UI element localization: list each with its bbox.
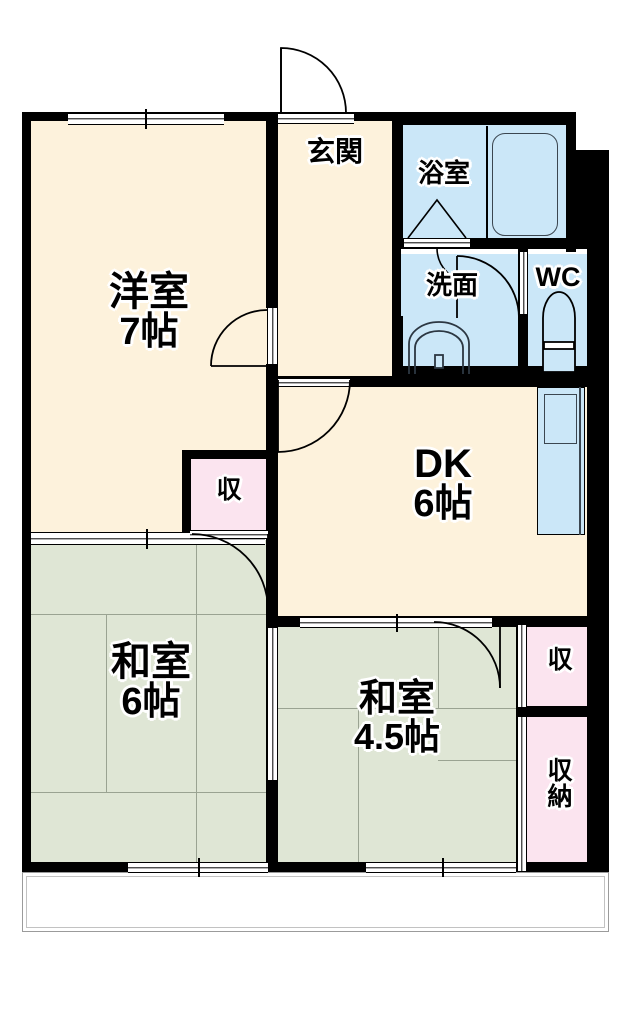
tatami-seam bbox=[438, 760, 516, 761]
kitchen-sink bbox=[544, 394, 577, 444]
tatami-seam bbox=[278, 708, 516, 709]
room-senmen bbox=[400, 254, 518, 374]
wall-closet-center-left bbox=[182, 450, 191, 534]
tatami-seam bbox=[106, 614, 107, 792]
closet-large bbox=[527, 716, 593, 870]
dk-door-frame[interactable] bbox=[278, 378, 350, 387]
yoshitsu-door-frame[interactable] bbox=[267, 308, 278, 364]
window-washitsu45-balcony[interactable] bbox=[366, 862, 516, 873]
wall-hall-senmen bbox=[392, 244, 401, 384]
room-genkan bbox=[270, 120, 398, 385]
tatami-seam bbox=[358, 708, 359, 870]
counter-edge-line bbox=[579, 387, 581, 535]
bathtub bbox=[492, 133, 558, 236]
wall-dk-top bbox=[266, 376, 592, 387]
wall-yoshitsu-washitsu6 bbox=[22, 532, 34, 542]
entrance-door-swing bbox=[280, 47, 347, 114]
window-mullion bbox=[198, 858, 200, 877]
closet-center-door[interactable] bbox=[190, 530, 268, 539]
fusuma-mullion bbox=[396, 614, 398, 632]
bath-door-frame[interactable] bbox=[404, 238, 470, 248]
wall-hall-bath bbox=[392, 112, 403, 244]
balcony bbox=[22, 872, 609, 932]
wall-stub-senmen bbox=[392, 316, 403, 376]
wall-exterior-right bbox=[587, 150, 609, 872]
wall-yoshitsu-hall bbox=[266, 112, 278, 308]
wall-exterior-left bbox=[22, 112, 31, 872]
window-mullion bbox=[442, 858, 444, 877]
room-washitsu6 bbox=[30, 540, 268, 870]
sliding-door-washitsu6-right[interactable] bbox=[267, 628, 278, 780]
wall-closet-center bbox=[182, 450, 268, 459]
window-mullion bbox=[145, 109, 147, 129]
closet-center bbox=[190, 458, 268, 532]
tatami-seam bbox=[30, 792, 268, 793]
wall-dk-left bbox=[266, 376, 278, 630]
room-wc bbox=[527, 254, 587, 374]
wall-stub-washitsu45 bbox=[266, 780, 278, 872]
fusuma-mullion bbox=[146, 529, 148, 549]
senmen-door-frame[interactable] bbox=[519, 252, 528, 314]
wall-exterior-bottom bbox=[22, 862, 609, 872]
closet-large-door[interactable] bbox=[517, 717, 527, 871]
entrance-door-frame[interactable] bbox=[278, 113, 354, 124]
wall-exterior-right-upper bbox=[566, 112, 576, 252]
tatami-seam bbox=[30, 614, 268, 615]
wall-senmen-bottom bbox=[392, 366, 592, 378]
tatami-seam bbox=[196, 540, 197, 870]
closet-small-door[interactable] bbox=[517, 625, 527, 707]
tatami-seam bbox=[438, 624, 439, 708]
closet-small bbox=[527, 624, 593, 708]
wall-exterior-top bbox=[396, 112, 576, 125]
bath-partition-line bbox=[486, 126, 488, 238]
room-washitsu45 bbox=[278, 624, 516, 870]
wall-bath-bottom bbox=[392, 238, 587, 249]
wall-closet-divider bbox=[516, 706, 592, 717]
balcony-inner-edge bbox=[26, 876, 605, 928]
